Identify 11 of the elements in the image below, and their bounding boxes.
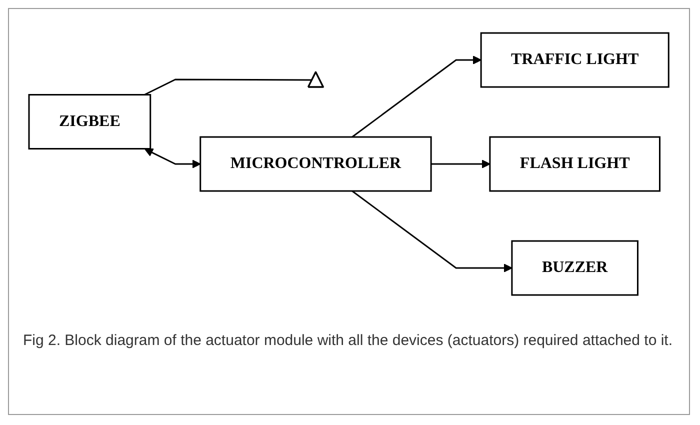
arrow [431,160,491,168]
arrow [352,56,482,138]
figure-caption: Fig 2. Block diagram of the actuator module with all the devices (actuators) required attached to it. [23,331,673,351]
node-box: BUZZER [511,240,639,296]
arrow [144,148,201,168]
arrow [352,190,513,272]
connector [144,78,313,96]
node-box: FLASH LIGHT [489,136,661,192]
node-box: MICROCONTROLLER [200,136,432,192]
node-box: TRAFFIC LIGHT [480,32,670,88]
node-box: ZIGBEE [28,94,152,150]
